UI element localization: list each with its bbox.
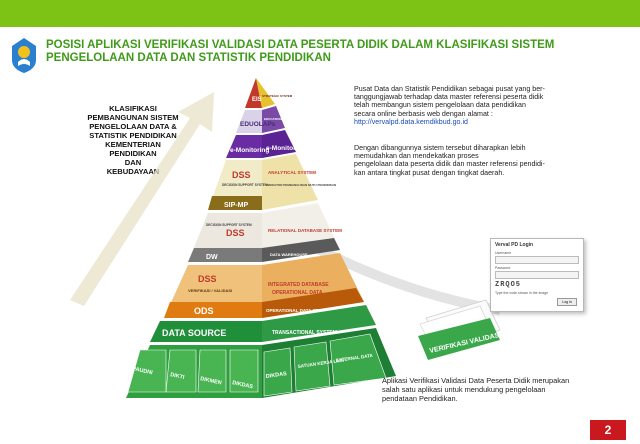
login-screenshot: Verval PD Login Username Password ZRQO5 … (490, 238, 584, 312)
base-dikdas-left: DIKDAS (232, 380, 254, 390)
dss1-sub: DECISION SUPPORT SYSTEM (222, 183, 268, 187)
username-field[interactable] (495, 256, 579, 264)
emon-left-label: e-Monitoring (230, 147, 269, 154)
base-dikmen: DIKMEN (200, 376, 222, 386)
eduolap-left-face (236, 110, 262, 133)
ods-store-label: OPERATIONAL DATA STORE (266, 308, 328, 313)
dw-band-right (262, 238, 340, 262)
ods-band-right (262, 288, 364, 318)
eduolap-right-face (262, 106, 285, 133)
kemdikbud-logo (12, 38, 36, 73)
password-label: Password (495, 266, 511, 270)
edu-analytical-label: EDUCATION ANALYTICAL PROCESSING (264, 117, 323, 121)
base-dikdas-right: DIKDAS (265, 371, 287, 380)
title-line-2: PENGELOLAAN DATA DAN STATISTIK PENDIDIKA… (46, 52, 331, 64)
dikdas-right-block (263, 347, 293, 397)
username-label: Username (495, 251, 512, 255)
dw-band-left (188, 248, 262, 262)
para1-line: secara online berbasis web dengan alamat… (354, 109, 493, 118)
dss1-label: DSS (232, 170, 251, 180)
eis-left-face (245, 78, 262, 108)
arrow-up-left (70, 92, 214, 306)
data-source-label: DATA SOURCE (162, 328, 226, 338)
indikator-label: INDIKATOR PEMBANGUNAN MUTU PENDIDIKAN (266, 183, 336, 187)
analytical-label: ANALYTICAL SYSTEM (268, 170, 316, 175)
sipmp-right-face (262, 154, 318, 210)
para3-line: salah satu aplikasi untuk mendukung peng… (382, 385, 546, 394)
dikdas-block (229, 349, 259, 393)
page-title: POSISI APLIKASI VERIFIKASI VALIDASI DATA… (46, 39, 606, 65)
klas-line: STATISTIK PENDIDIKAN (89, 131, 177, 140)
base-paudni: PAUDNI (132, 366, 154, 376)
ods-band-left (164, 302, 262, 318)
eis-label: EIS (252, 97, 262, 103)
integrated-label: INTEGRATED DATABASE (268, 282, 329, 288)
base-satker: SATUAN KERJA LAIN (297, 358, 344, 369)
transactional-label: TRANSACTIONAL SYSTEM (272, 330, 337, 336)
dss2-label: DSS (226, 228, 245, 238)
klas-line: DAN (124, 158, 142, 167)
dss2-sub: DECISION SUPPORT SYSTEM (206, 223, 252, 227)
verif-banner (418, 318, 500, 360)
eis-right-face (256, 78, 275, 108)
emon-right-face (262, 130, 296, 158)
klas-line: PENDIDIKAN (109, 149, 157, 158)
para2-line: pengelolaan data peserta didik dan maste… (354, 160, 545, 169)
login-button[interactable]: Log In (557, 298, 577, 306)
sipmp-label: SIP-MP (224, 202, 248, 209)
para3-line: Aplikasi Verifikasi Validasi Data Pesert… (382, 376, 570, 385)
emon-right-label: e-Monitoring (266, 145, 305, 152)
dw-label: DW (206, 254, 218, 261)
captcha-hint: Type the code shown in the image (495, 291, 549, 295)
para1-line: tanggungjawab terhadap data master refer… (354, 93, 544, 102)
password-field[interactable] (495, 271, 579, 279)
klasifikasi-label: KLASIFIKASI PEMBANGUNAN SISTEM PENGELOLA… (78, 104, 188, 176)
captcha-image: ZRQO5 (495, 281, 522, 289)
emon-left-face (226, 135, 262, 158)
para3-line: pendataan Pendidikan. (382, 394, 458, 403)
klas-line: KEMENTERIAN (105, 140, 161, 149)
source-left-face (150, 321, 262, 342)
para1-line: telah membangun sistem pengelolaan data … (354, 101, 526, 110)
sipmp-band (208, 196, 262, 210)
strategic-label: STRATEGIC SYSTEM (262, 94, 293, 98)
klas-line: KLASIFIKASI (109, 104, 157, 113)
paragraph-harapan: Dengan dibangunnya sistem tersebut dihar… (354, 144, 545, 177)
para2-line: kan antara tingkat pusat dengan tingkat … (354, 168, 505, 177)
para1-line: Pusat Data dan Statistik Pendidikan seba… (354, 85, 545, 93)
base-external: EXTERNAL DATA (335, 353, 373, 363)
dss3-label: DSS (198, 274, 217, 284)
dikti-block (165, 349, 197, 393)
title-line-1: POSISI APLIKASI VERIFIKASI VALIDASI DATA… (46, 39, 555, 51)
data-warehouse-label: DATA WAREHOUSE (270, 252, 308, 257)
source-right-face (262, 305, 376, 342)
top-bar (0, 0, 640, 27)
klas-line: KEBUDAYAAN (106, 167, 160, 176)
base-dikti: DIKTI (170, 372, 186, 381)
dikmen-block (197, 349, 227, 393)
relational-label: RELATIONAL DATABASE SYSTEM (268, 228, 342, 233)
operational-data-label: OPERATIONAL DATA (272, 290, 323, 296)
vervalpd-link[interactable]: http://vervalpd.data.kemdikbud.go.id (354, 117, 468, 126)
para2-line: Dengan dibangunnya sistem tersebut dihar… (354, 144, 526, 152)
verval-sub: VERIFIKASI / VALIDASI (188, 288, 232, 293)
para2-line: memudahkan dan mendekatkan proses (354, 152, 479, 161)
external-block (329, 333, 387, 386)
klas-line: PENGELOLAAN DATA & (89, 122, 177, 131)
paragraph-aplikasi: Aplikasi Verifikasi Validasi Data Pesert… (382, 376, 569, 403)
login-title: Verval PD Login (495, 242, 534, 248)
satker-block (293, 341, 331, 392)
ods-label: ODS (194, 306, 214, 316)
eduolap-label: EDUOLAPs (240, 121, 276, 128)
klas-line: PEMBANGUNAN SISTEM (87, 113, 179, 122)
paragraph-pusdata: Pusat Data dan Statistik Pendidikan seba… (354, 85, 545, 126)
page-number: 2 (590, 420, 626, 440)
